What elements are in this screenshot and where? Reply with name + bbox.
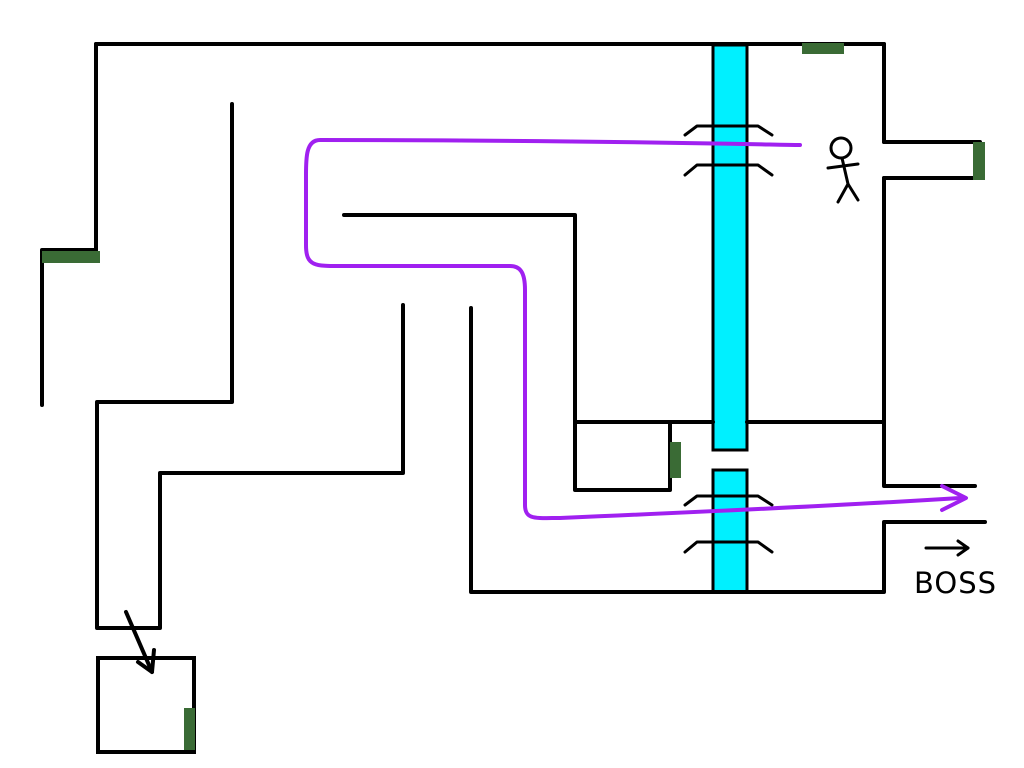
inner-wall-bottom bbox=[469, 306, 885, 594]
maze-walls bbox=[40, 42, 987, 630]
upper-bridge-top bbox=[683, 124, 774, 137]
outer-wall-right-mid bbox=[882, 176, 977, 488]
upper-corridor bbox=[882, 140, 982, 180]
arrow-right-icon bbox=[924, 539, 970, 557]
door-lower-room[interactable] bbox=[184, 708, 195, 750]
doors bbox=[42, 43, 985, 750]
door-corridor-end[interactable] bbox=[973, 142, 985, 180]
lower-room bbox=[96, 656, 196, 754]
outer-wall-right-lower bbox=[882, 520, 987, 594]
water-channel-lower bbox=[711, 468, 749, 594]
arrow-down-icon bbox=[124, 610, 156, 674]
route-arrow-head bbox=[940, 484, 968, 512]
inner-wall-mid bbox=[342, 213, 672, 492]
door-left-ledge[interactable] bbox=[42, 251, 100, 263]
door-top[interactable] bbox=[802, 43, 844, 54]
boss-label: BOSS bbox=[914, 566, 998, 600]
door-small-room[interactable] bbox=[670, 442, 681, 478]
water-channel-upper bbox=[711, 43, 749, 452]
water-channel bbox=[711, 43, 749, 594]
lower-bridge-top bbox=[683, 494, 774, 507]
upper-bridge-bottom bbox=[683, 163, 774, 177]
left-ledge bbox=[40, 248, 98, 407]
stick-figure-icon bbox=[826, 136, 860, 204]
bridges bbox=[683, 124, 774, 554]
route-path bbox=[303, 138, 962, 521]
lower-bridge-bottom bbox=[683, 540, 774, 554]
inner-wall-left bbox=[95, 102, 405, 630]
